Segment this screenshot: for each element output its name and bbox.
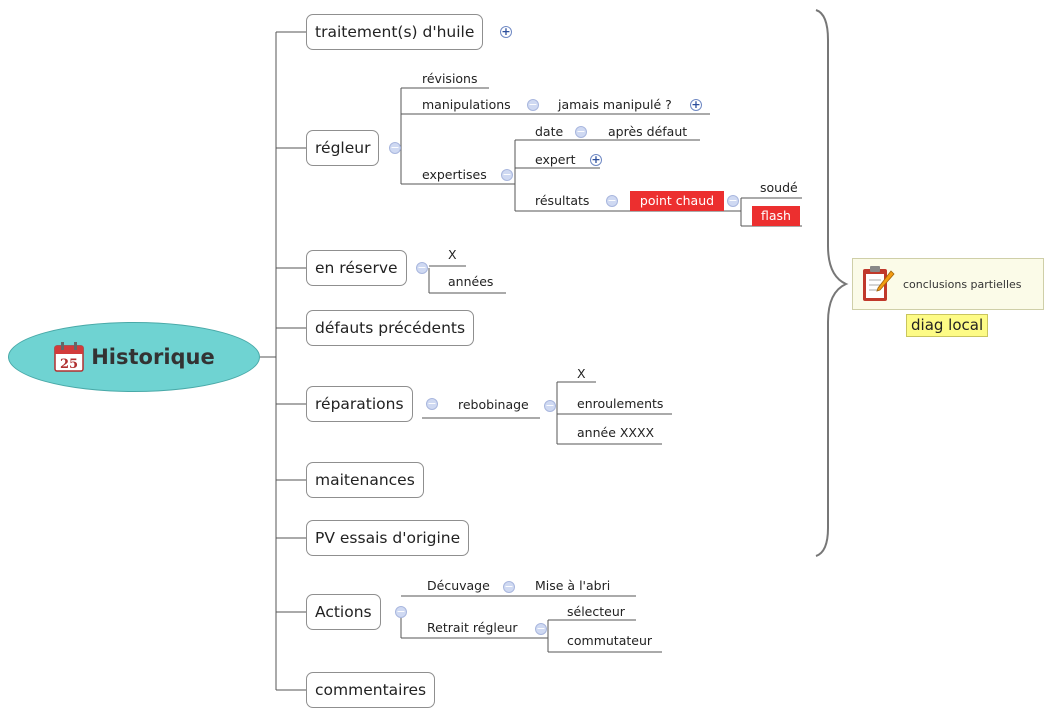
callout-label: conclusions partielles [903, 277, 1022, 291]
collapse-decuvage-button[interactable]: − [503, 580, 515, 593]
collapse-resultats-button[interactable]: − [606, 194, 618, 207]
node-actions[interactable]: Actions [306, 594, 381, 630]
collapse-point-chaud-button[interactable]: − [727, 194, 739, 207]
node-resultats[interactable]: résultats [535, 193, 590, 208]
node-jamais-manipule[interactable]: jamais manipulé ? [558, 97, 672, 112]
node-retrait-regleur[interactable]: Retrait régleur [427, 620, 518, 635]
node-revisions[interactable]: révisions [422, 71, 478, 86]
node-selecteur[interactable]: sélecteur [567, 604, 625, 619]
collapse-rebobinage-button[interactable]: − [544, 399, 556, 412]
node-soude[interactable]: soudé [760, 180, 798, 195]
node-annee-xxxx[interactable]: année XXXX [577, 425, 655, 440]
node-point-chaud[interactable]: point chaud [630, 191, 724, 211]
node-annees[interactable]: années [448, 274, 494, 289]
node-traitements[interactable]: traitement(s) d'huile [306, 14, 484, 50]
node-apres-defaut[interactable]: après défaut [608, 124, 688, 139]
node-decuvage[interactable]: Décuvage [427, 578, 490, 593]
expand-traitements-button[interactable]: + [500, 25, 512, 38]
node-reserve-x[interactable]: X [448, 247, 457, 262]
root-node[interactable]: 25 Historique [8, 322, 260, 392]
calendar-icon-number: 25 [60, 357, 78, 372]
node-maintenances[interactable]: maitenances [306, 462, 424, 498]
node-reparations[interactable]: réparations [306, 386, 413, 422]
node-date[interactable]: date [535, 124, 564, 139]
node-commutateur[interactable]: commutateur [567, 633, 653, 648]
node-rebobinage[interactable]: rebobinage [458, 397, 529, 412]
node-en-reserve[interactable]: en réserve [306, 250, 407, 286]
collapse-actions-button[interactable]: − [395, 605, 407, 618]
collapse-reparations-button[interactable]: − [426, 397, 438, 410]
node-defauts[interactable]: défauts précédents [306, 310, 475, 346]
diag-local-tag: diag local [906, 314, 989, 337]
conclusions-callout[interactable]: conclusions partielles [852, 258, 1044, 310]
collapse-regleur-button[interactable]: − [389, 141, 401, 154]
expand-jamais-manipule-button[interactable]: + [690, 98, 702, 111]
clipboard-pencil-icon [863, 266, 895, 301]
node-regleur[interactable]: régleur [306, 130, 380, 166]
expand-expert-button[interactable]: + [590, 153, 602, 166]
collapse-date-button[interactable]: − [575, 125, 587, 138]
root-label: Historique [91, 345, 215, 369]
node-manipulations[interactable]: manipulations [422, 97, 511, 112]
node-expert[interactable]: expert [535, 152, 576, 167]
node-flash[interactable]: flash [752, 206, 800, 226]
node-mise-abri[interactable]: Mise à l'abri [535, 578, 611, 593]
node-enroulements[interactable]: enroulements [577, 396, 664, 411]
node-commentaires[interactable]: commentaires [306, 672, 436, 708]
collapse-manipulations-button[interactable]: − [527, 98, 539, 111]
node-reparation-x[interactable]: X [577, 366, 586, 381]
node-expertises[interactable]: expertises [422, 167, 487, 182]
node-pv-essais[interactable]: PV essais d'origine [306, 520, 470, 556]
collapse-retrait-button[interactable]: − [535, 622, 547, 635]
collapse-en-reserve-button[interactable]: − [416, 261, 428, 274]
collapse-expertises-button[interactable]: − [501, 168, 513, 181]
calendar-icon: 25 [54, 342, 84, 372]
